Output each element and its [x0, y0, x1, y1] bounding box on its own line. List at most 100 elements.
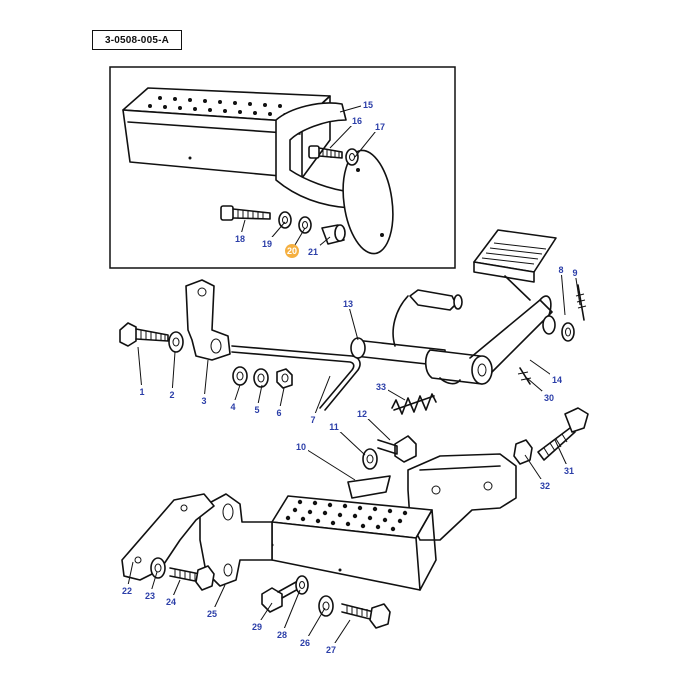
callout-21[interactable]: 21 [308, 247, 318, 257]
callout-6[interactable]: 6 [276, 408, 281, 418]
inset-bolt-16 [308, 145, 343, 159]
leader-7 [312, 375, 331, 420]
callout-19[interactable]: 19 [262, 239, 272, 249]
callout-16[interactable]: 16 [352, 116, 362, 126]
leader-10 [300, 445, 356, 481]
callout-bg-1 [135, 385, 149, 397]
callout-14[interactable]: 14 [552, 375, 562, 385]
callout-bg-4 [226, 400, 240, 412]
inset-washer-20 [298, 216, 312, 234]
callout-10[interactable]: 10 [296, 442, 306, 452]
callout-17[interactable]: 17 [375, 122, 385, 132]
callout-bg-32 [538, 479, 552, 491]
callout-30[interactable]: 30 [544, 393, 554, 403]
callout-bg-14 [550, 373, 564, 385]
leader-3 [203, 359, 209, 401]
nut-32 [513, 439, 533, 465]
callout-22[interactable]: 22 [122, 586, 132, 596]
callout-18[interactable]: 18 [235, 234, 245, 244]
bracket-3 [185, 279, 231, 361]
washer-28 [295, 575, 309, 595]
callout-bg-22 [120, 584, 134, 596]
washer-8 [561, 322, 575, 342]
callout-11[interactable]: 11 [329, 422, 339, 432]
bolt-27 [341, 603, 391, 629]
reference-code: 3-0508-005-A [92, 30, 182, 50]
bolt-12 [377, 435, 417, 463]
callout-32[interactable]: 32 [540, 481, 550, 491]
callout-13[interactable]: 13 [343, 299, 353, 309]
lower-step-plate [270, 495, 437, 591]
callout-bg-15 [361, 98, 375, 110]
washer-4 [232, 366, 248, 386]
callout-31[interactable]: 31 [564, 466, 574, 476]
callout-bg-26 [298, 636, 312, 648]
callout-bg-23 [143, 589, 157, 601]
callout-bg-2 [165, 388, 179, 400]
callout-28[interactable]: 28 [277, 630, 287, 640]
callout-bg-12 [355, 407, 369, 419]
callout-bg-21 [306, 245, 320, 257]
callout-bg-29 [250, 620, 264, 632]
callout-8[interactable]: 8 [558, 265, 563, 275]
washer-11 [362, 448, 378, 470]
pedal-arm-14 [350, 289, 556, 385]
leader-1 [137, 346, 143, 392]
callout-bg-19 [260, 237, 274, 249]
callout-7[interactable]: 7 [310, 415, 315, 425]
mount-bracket [407, 453, 517, 541]
callout-27[interactable]: 27 [326, 645, 336, 655]
callout-20[interactable]: 20 [287, 246, 297, 256]
callout-1[interactable]: 1 [139, 387, 144, 397]
callout-bg-10 [294, 440, 308, 452]
bolt-31 [537, 407, 589, 461]
callout-29[interactable]: 29 [252, 622, 262, 632]
callout-bg-18 [233, 232, 247, 244]
callout-3[interactable]: 3 [201, 396, 206, 406]
washer-26 [318, 595, 334, 617]
callout-bg-3 [197, 394, 211, 406]
leader-2 [171, 351, 176, 395]
callout-23[interactable]: 23 [145, 591, 155, 601]
callout-2[interactable]: 2 [169, 390, 174, 400]
callout-25[interactable]: 25 [207, 609, 217, 619]
callout-5[interactable]: 5 [254, 405, 259, 415]
inset-washer-17 [345, 148, 359, 166]
pin-30 [517, 367, 532, 385]
callout-bg-31 [562, 464, 576, 476]
rod-7 [231, 345, 361, 411]
callout-bg-25 [205, 607, 219, 619]
washer-5 [253, 368, 269, 388]
callout-highlight-20 [285, 244, 299, 258]
pin-9 [575, 284, 587, 321]
nut-6 [276, 368, 293, 389]
callout-12[interactable]: 12 [357, 409, 367, 419]
washer-23 [150, 557, 166, 579]
spring-33 [391, 393, 437, 415]
bolt-29 [261, 581, 301, 613]
callout-bg-9 [568, 266, 582, 278]
callout-bg-30 [542, 391, 556, 403]
bolt-1 [119, 322, 169, 347]
callout-bg-27 [324, 643, 338, 655]
callout-bg-16 [350, 114, 364, 126]
callout-33[interactable]: 33 [376, 382, 386, 392]
pedal-pad [473, 229, 557, 301]
leader-8 [560, 268, 566, 316]
callout-bg-17 [373, 120, 387, 132]
callout-bg-13 [341, 297, 355, 309]
callout-9[interactable]: 9 [572, 268, 577, 278]
callout-4[interactable]: 4 [230, 402, 235, 412]
callout-15[interactable]: 15 [363, 100, 373, 110]
callout-bg-7 [306, 413, 320, 425]
leader-13 [347, 302, 359, 341]
inset-bolt-18 [220, 205, 271, 221]
callout-bg-5 [250, 403, 264, 415]
callout-24[interactable]: 24 [166, 597, 176, 607]
washer-2 [168, 331, 184, 353]
callout-bg-28 [275, 628, 289, 640]
callout-26[interactable]: 26 [300, 638, 310, 648]
callout-bg-6 [272, 406, 286, 418]
